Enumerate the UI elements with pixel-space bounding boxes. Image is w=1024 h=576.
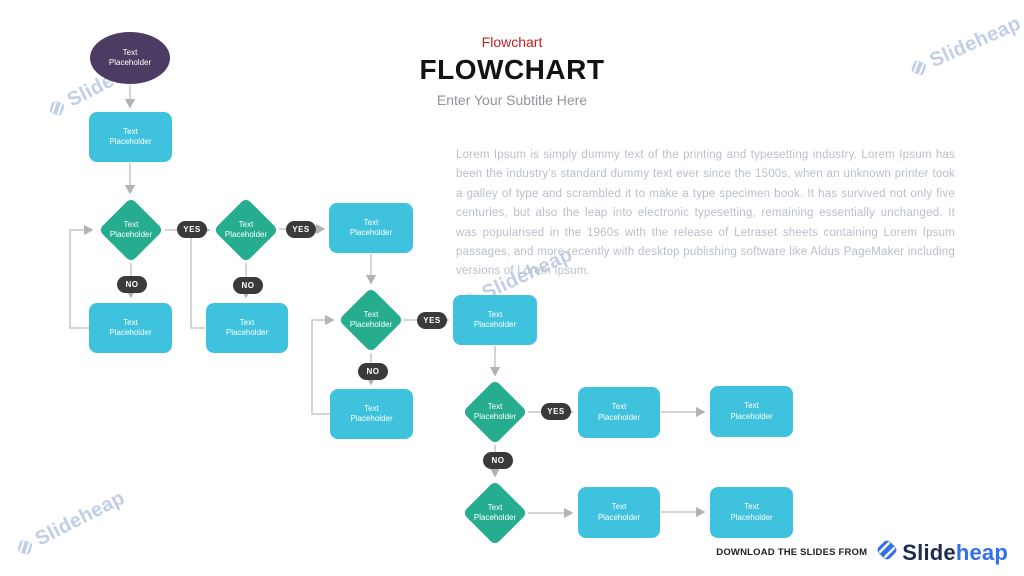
body-placeholder-text: Lorem Ipsum is simply dummy text of the … [456,149,955,278]
node-label: Text Placeholder [597,402,641,422]
kicker-text: Flowchart [481,34,543,50]
process-box-10: Text Placeholder [710,487,793,538]
node-label: Text Placeholder [349,309,393,329]
yes-badge-1: YES [177,221,207,238]
process-box-8: Text Placeholder [710,386,793,437]
start-terminator: Text Placeholder [90,32,170,84]
decision-diamond-3: Text Placeholder [339,288,403,352]
no-badge-2: NO [233,277,263,294]
no-badge-3: NO [358,363,388,380]
no-badge-4: NO [483,452,513,469]
node-label: Text Placeholder [109,219,153,239]
yes-badge-4: YES [541,403,571,420]
connector-yes1-down [190,238,205,329]
brand-text-heap[interactable]: heap [955,539,1008,565]
node-label: Text Placeholder [473,309,517,329]
yes-badge-2: YES [286,221,316,238]
process-box-2: Text Placeholder [89,303,172,353]
connector-feedback-decision3 [311,314,335,415]
node-label: Text Placeholder [109,317,152,337]
node-label: Text Placeholder [730,502,773,522]
slideheap-logo-icon[interactable] [874,537,900,568]
subtitle-text: Enter Your Subtitle Here [436,92,588,108]
header: Flowchart FLOWCHART Enter Your Subtitle … [0,34,1024,108]
node-label: Text Placeholder [108,47,152,67]
process-box-6: Text Placeholder [453,295,537,345]
process-box-7: Text Placeholder [578,387,660,438]
node-label: Text Placeholder [473,401,517,421]
node-label: Text Placeholder [473,502,517,522]
process-box-4: Text Placeholder [329,203,413,253]
yes-badge-3: YES [417,312,447,329]
brand-text[interactable]: Slideheap [902,540,1008,566]
decision-diamond-1: Text Placeholder [99,198,163,262]
node-label: Text Placeholder [597,502,641,522]
process-box-3: Text Placeholder [206,303,288,353]
brand-text-slide[interactable]: Slide [902,539,956,565]
footer: DOWNLOAD THE SLIDES FROM Slideheap [716,537,1008,568]
page-title: FLOWCHART [419,54,605,85]
process-box-5: Text Placeholder [330,389,413,439]
node-label: Text Placeholder [109,126,152,146]
decision-diamond-2: Text Placeholder [214,198,278,262]
connector-feedback-decision1 [69,224,94,329]
no-badge-1: NO [117,276,147,293]
node-label: Text Placeholder [350,403,393,423]
process-box-9: Text Placeholder [578,487,660,538]
node-label: Text Placeholder [349,217,393,237]
download-text: DOWNLOAD THE SLIDES FROM [716,547,868,558]
decision-diamond-5: Text Placeholder [463,481,527,545]
node-label: Text Placeholder [224,219,268,239]
slideheap-brand-link[interactable]: Slideheap [874,537,1008,568]
node-label: Text Placeholder [225,317,269,337]
node-label: Text Placeholder [730,401,773,421]
decision-diamond-4: Text Placeholder [463,380,527,444]
process-box-1: Text Placeholder [89,112,172,162]
